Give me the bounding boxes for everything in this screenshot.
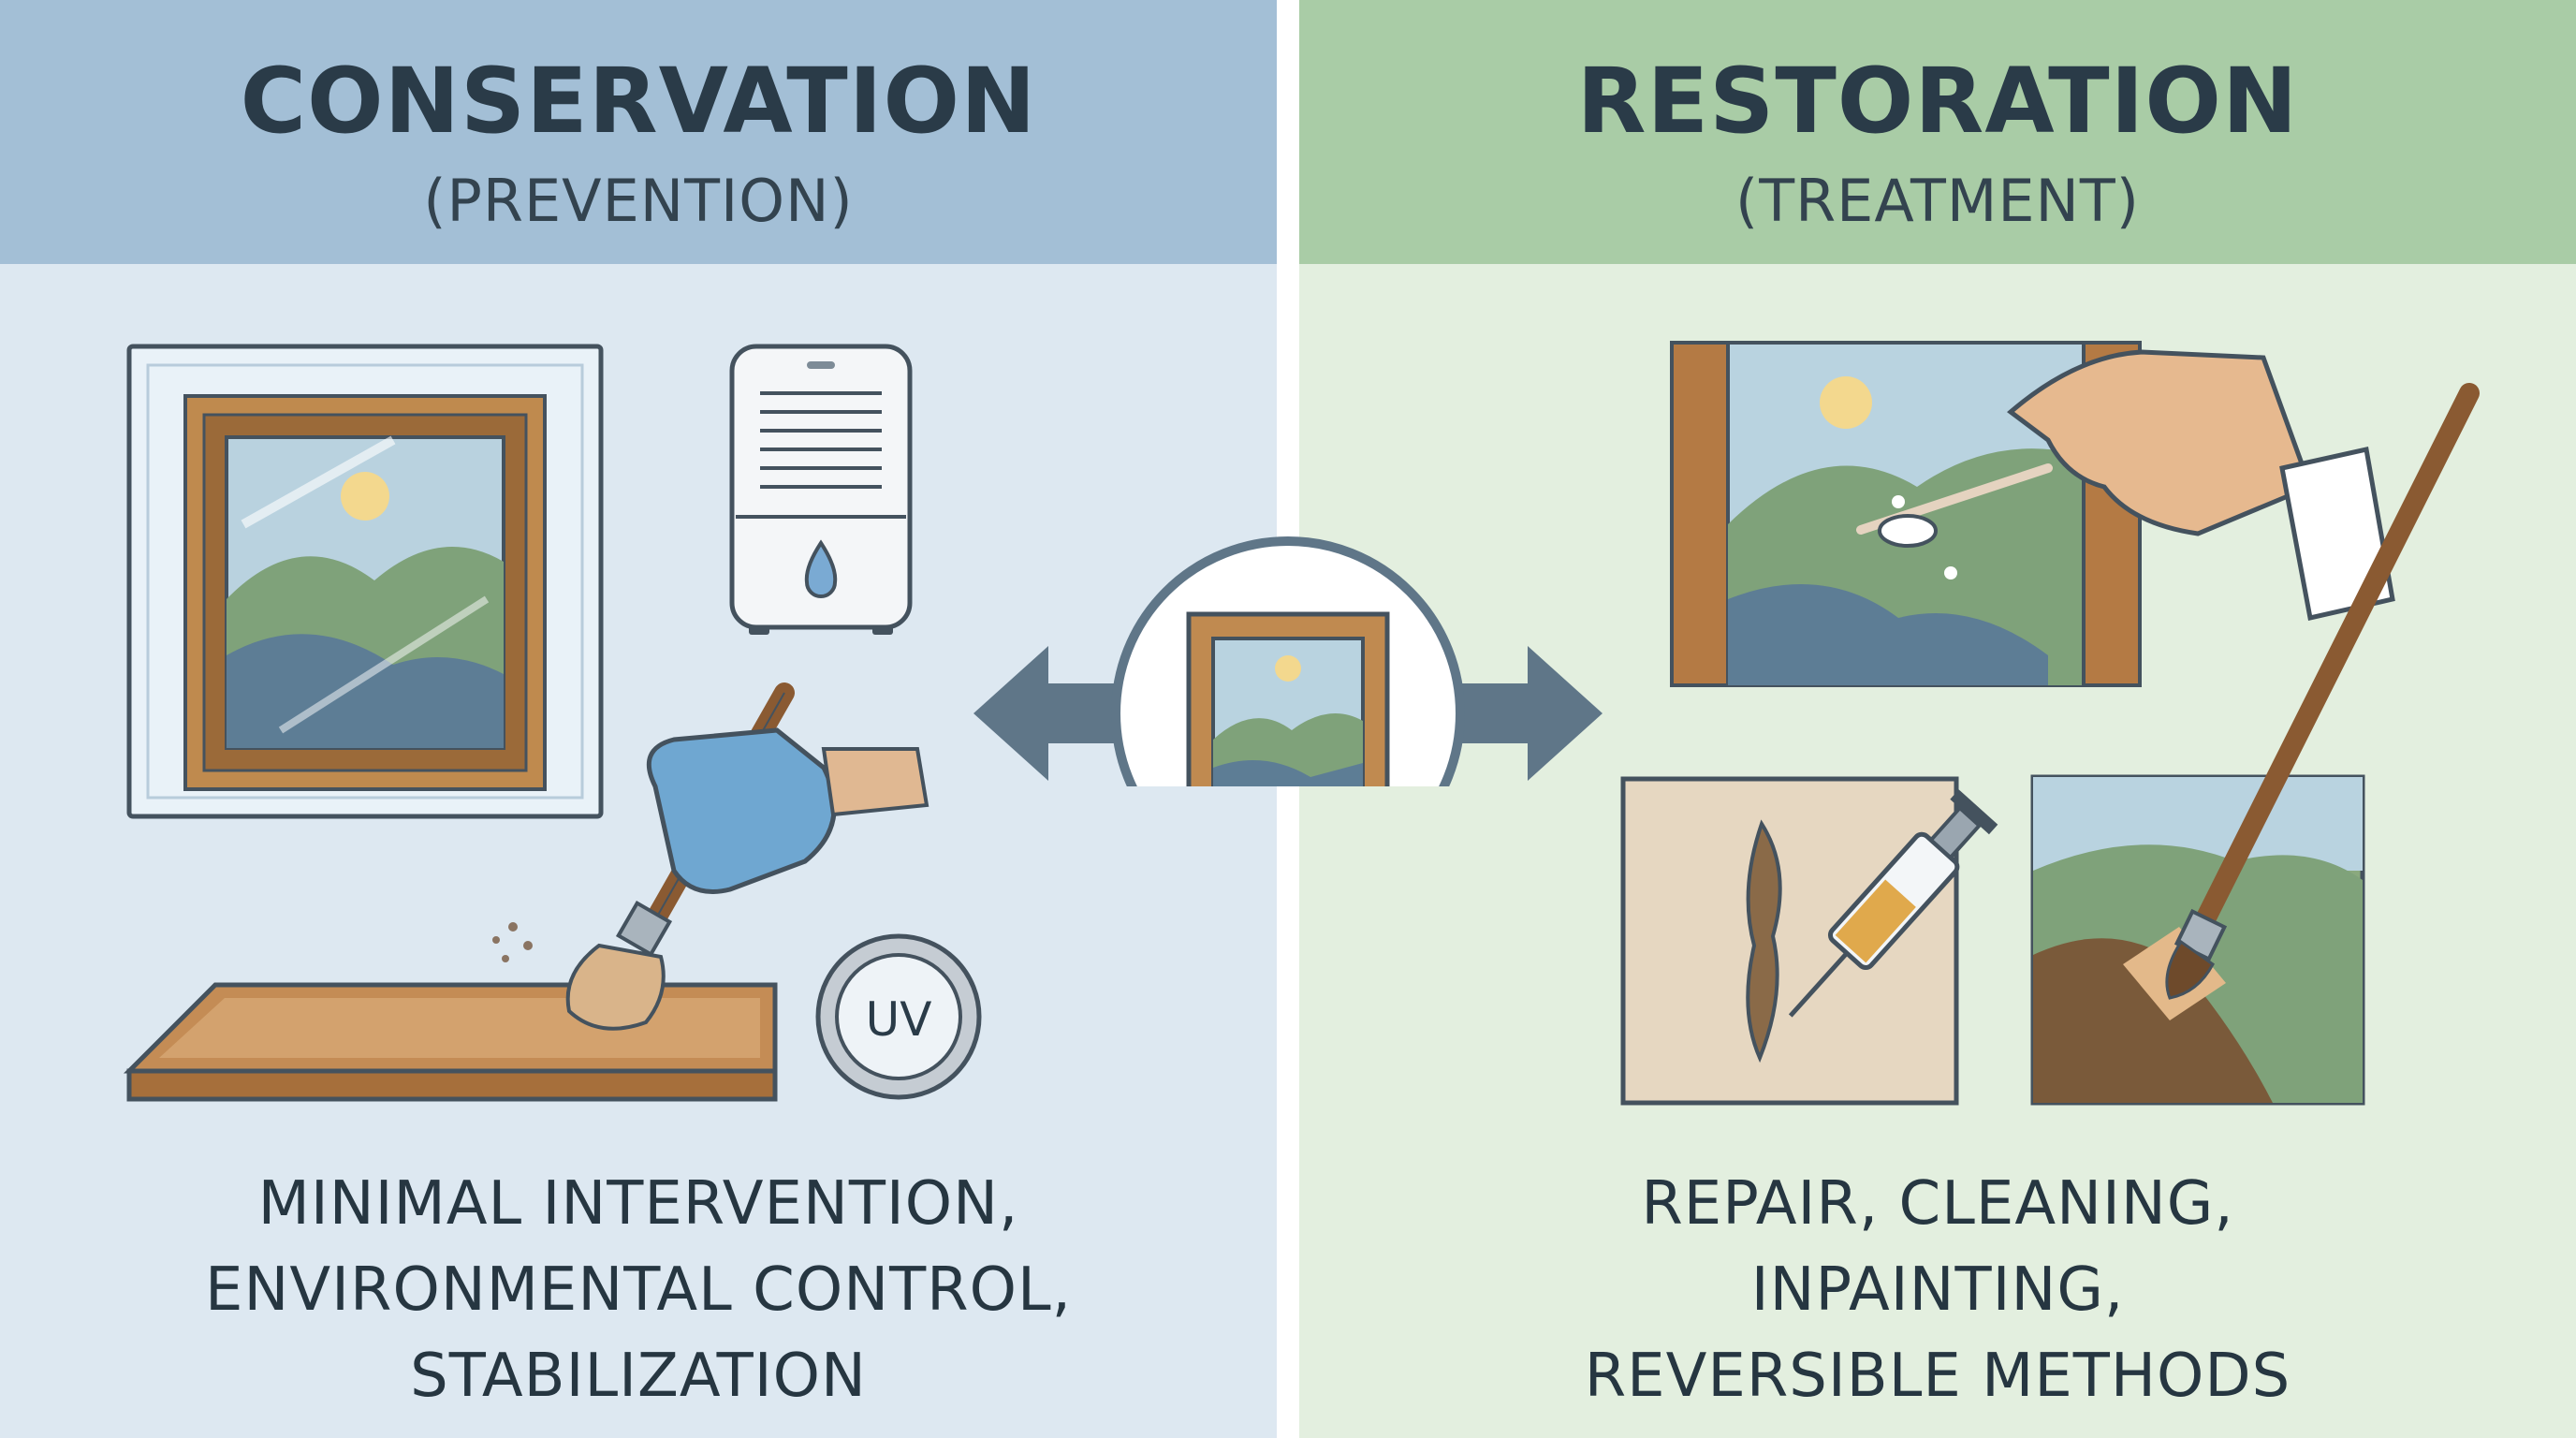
conservation-caption-line: ENVIRONMENTAL CONTROL,	[205, 1255, 1072, 1325]
conservation-caption-line: STABILIZATION	[410, 1342, 867, 1411]
double-arrow-icon	[973, 646, 1603, 781]
conservation-illustration: UV	[123, 344, 982, 1102]
paintbrush-inpainting-icon	[2030, 383, 2480, 1106]
center-comparison-badge	[973, 536, 1603, 786]
conservation-caption: MINIMAL INTERVENTION, ENVIRONMENTAL CONT…	[0, 1161, 1277, 1419]
framed-painting-behind-glass-icon	[126, 344, 604, 819]
restoration-subtitle: (TREATMENT)	[1735, 167, 2140, 235]
restoration-title: RESTORATION	[1576, 49, 2299, 154]
restoration-caption-line: REVERSIBLE METHODS	[1584, 1342, 2291, 1411]
conservation-title: CONSERVATION	[240, 49, 1037, 154]
syringe-tear-repair-icon	[1620, 776, 1998, 1106]
restoration-illustration	[1620, 341, 2480, 1106]
small-framed-painting-icon	[1186, 611, 1390, 786]
hand-cotton-swab-icon	[1670, 341, 2395, 687]
restoration-caption-line: REPAIR, CLEANING,	[1641, 1169, 2234, 1239]
restoration-header: RESTORATION (TREATMENT)	[1299, 0, 2576, 264]
dehumidifier-icon	[729, 344, 913, 635]
conservation-subtitle: (PREVENTION)	[423, 167, 854, 235]
conservation-caption-line: MINIMAL INTERVENTION,	[257, 1169, 1019, 1239]
gloved-hand-brush-icon	[492, 682, 929, 1031]
uv-filter-icon: UV	[815, 933, 982, 1100]
restoration-caption: REPAIR, CLEANING, INPAINTING, REVERSIBLE…	[1299, 1161, 2576, 1419]
conservation-header: CONSERVATION (PREVENTION)	[0, 0, 1277, 264]
uv-label: UV	[866, 992, 932, 1047]
restoration-panel: RESTORATION (TREATMENT)	[1299, 0, 2576, 1438]
restoration-caption-line: INPAINTING,	[1750, 1255, 2125, 1325]
wooden-panel-icon	[123, 982, 778, 1102]
